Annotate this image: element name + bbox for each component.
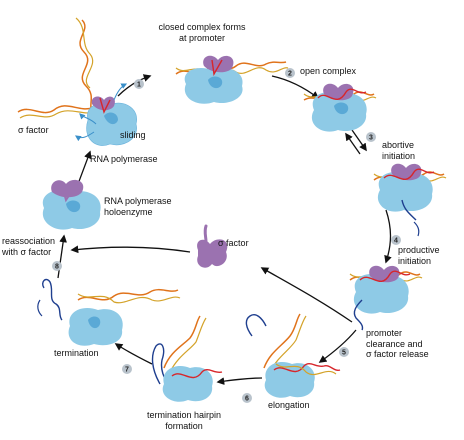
sigma-factor-shape <box>91 96 115 111</box>
step-number: 5 <box>342 350 346 357</box>
label-line: productive <box>398 245 440 255</box>
step-number: 4 <box>394 238 398 245</box>
open-complex <box>303 83 377 132</box>
arrow-sigma-reassociation <box>70 245 191 254</box>
label-line: formation <box>165 420 203 431</box>
arrow-step-5 <box>318 329 357 363</box>
label-termination: termination <box>54 348 99 358</box>
label-elongation: elongation <box>268 400 310 410</box>
rna-polymerase-shape <box>264 361 315 398</box>
arrow-holoenzyme-to-sliding <box>77 150 92 185</box>
step-number: 6 <box>245 396 249 403</box>
closed-complex <box>175 55 289 104</box>
label-rna-polymerase: RNA polymerase <box>90 154 158 164</box>
label-holoenzyme: RNA polymerase holoenzyme <box>104 196 172 217</box>
termination-complex <box>37 278 181 346</box>
holoenzyme <box>42 179 101 230</box>
step-markers: 1 2 3 4 5 6 7 8 <box>52 68 401 403</box>
abortive-initiation-complex <box>373 163 447 237</box>
rna-polymerase-shape <box>353 273 409 314</box>
label-free-sigma-factor: σ factor <box>218 238 249 248</box>
label-line: σ factor release <box>366 349 429 359</box>
elongation-complex <box>245 313 341 398</box>
arrow-step-4 <box>384 209 392 264</box>
arrow-step-6 <box>216 377 263 385</box>
arrow-sigma-release <box>260 267 353 323</box>
label-line: abortive <box>382 140 415 150</box>
label-line: promoter <box>366 328 403 338</box>
label-line: initiation <box>382 150 416 161</box>
sigma-factor-shape <box>391 163 422 181</box>
sigma-factor-shape <box>203 55 234 73</box>
step-number: 1 <box>137 82 141 89</box>
step-number: 7 <box>125 367 129 374</box>
label-line: clearance and <box>366 338 423 349</box>
label-line: RNA polymerase <box>104 196 172 206</box>
label-productive-initiation: productive initiation <box>398 245 440 266</box>
arrow-step-1 <box>117 74 152 97</box>
step-number: 3 <box>369 135 373 142</box>
arrow-step-2 <box>271 75 320 99</box>
step-number: 2 <box>288 71 292 78</box>
free-sigma-factor <box>197 224 228 268</box>
label-line: reassociation <box>2 236 56 246</box>
step-number: 8 <box>55 264 59 271</box>
label-promoter-clearance: promoter clearance and σ factor release <box>366 328 429 360</box>
label-reassociation: reassociation with σ factor <box>2 236 55 257</box>
label-sliding: sliding <box>120 130 146 140</box>
sigma-factor-shape <box>323 83 354 101</box>
label-sigma-factor: σ factor <box>18 125 49 135</box>
label-line: with σ factor <box>2 246 52 257</box>
label-line: closed complex forms <box>158 22 246 32</box>
label-abortive-initiation: abortive initiation <box>382 140 415 161</box>
label-line: at promoter <box>178 32 226 43</box>
label-termination-hairpin: termination hairpin formation <box>134 410 234 431</box>
sigma-factor-shape <box>197 239 228 268</box>
sliding-complex <box>17 17 137 146</box>
label-line: termination hairpin <box>146 410 222 420</box>
label-closed-complex: closed complex forms at promoter <box>152 22 252 43</box>
arrow-step-8 <box>57 234 67 279</box>
arrow-step-3-back <box>345 132 361 155</box>
sigma-factor-shape <box>51 179 84 198</box>
label-open-complex: open complex <box>300 66 357 76</box>
promoter-clearance-complex <box>349 265 423 331</box>
label-line: holoenzyme <box>104 206 153 217</box>
rna-polymerase-shape <box>377 171 433 212</box>
rna-polymerase-shape <box>162 365 213 402</box>
sigma-factor-shape <box>369 265 400 283</box>
label-line: initiation <box>398 255 432 266</box>
arrow-step-3-forward <box>351 129 367 152</box>
cycle-arrows <box>57 74 392 385</box>
arrow-step-7 <box>114 343 153 365</box>
termination-hairpin-complex <box>151 315 223 402</box>
